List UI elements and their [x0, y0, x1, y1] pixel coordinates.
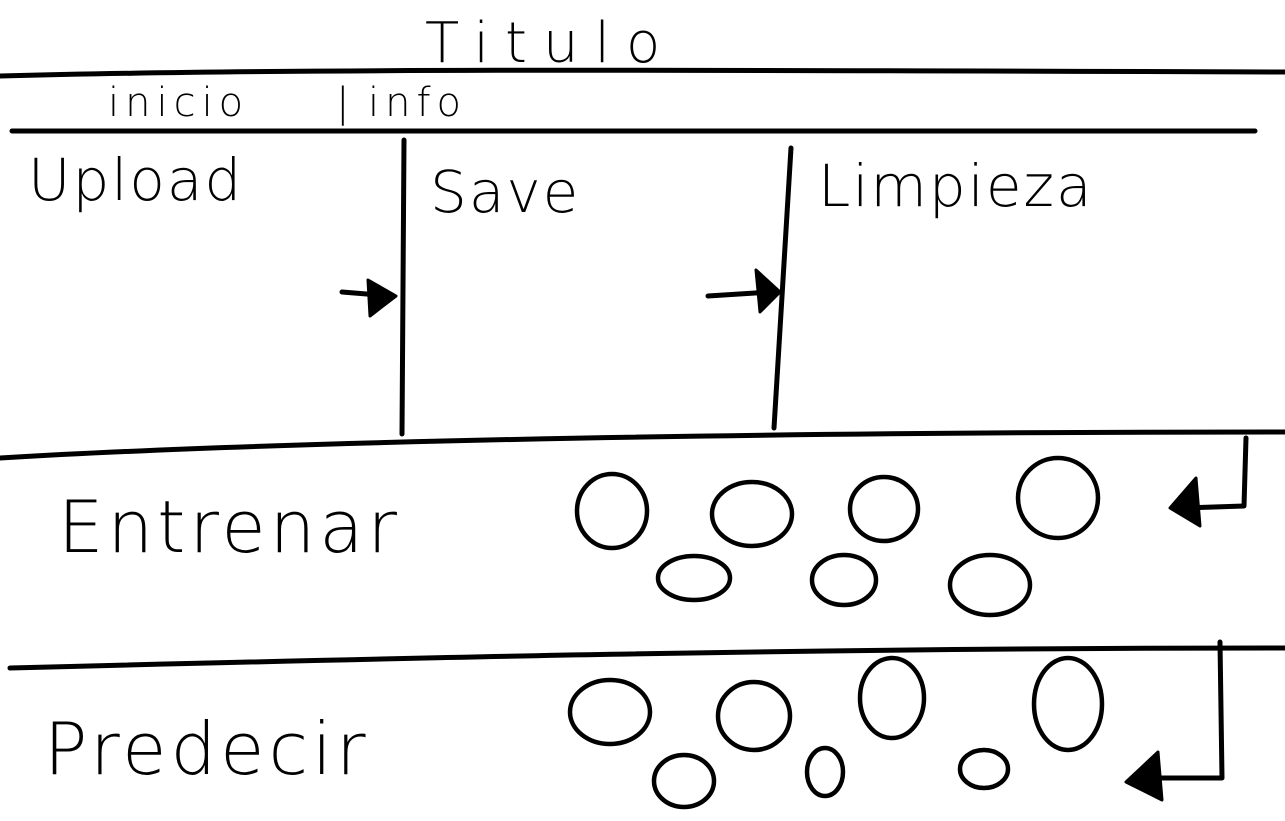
node-icon: [715, 679, 793, 753]
section-divider: [7, 645, 1285, 671]
pipeline: Upload Save Limpieza: [28, 137, 1094, 437]
node-icon: [709, 479, 795, 549]
section-entrenar: Entrenar: [58, 435, 1249, 618]
stage-limpieza[interactable]: Limpieza: [818, 152, 1094, 220]
section-label-entrenar[interactable]: Entrenar: [58, 485, 401, 569]
network-nodes-entrenar: [574, 455, 1101, 618]
node-icon: [655, 553, 733, 603]
stage-divider-2: [771, 145, 794, 431]
node-icon: [574, 471, 650, 551]
section-predecir: Predecir: [44, 639, 1225, 810]
nav-separator: |: [336, 80, 355, 126]
node-icon: [1015, 455, 1101, 541]
node-icon: [857, 655, 927, 741]
node-icon: [804, 745, 846, 799]
page-title: Titulo: [425, 11, 676, 76]
arrow-save-to-limpieza-icon: [705, 268, 782, 314]
node-icon: [567, 677, 653, 747]
nav-bar: inicio | info: [108, 80, 467, 126]
node-icon: [847, 474, 921, 544]
node-icon: [947, 552, 1033, 618]
node-icon: [809, 552, 879, 608]
pipeline-bottom-divider: [0, 429, 1285, 461]
loop-arrow-icon: [1124, 639, 1225, 802]
stage-upload[interactable]: Upload: [28, 146, 243, 214]
arrow-upload-to-save-icon: [339, 278, 398, 318]
header-divider: [0, 67, 1285, 79]
stage-divider-1: [399, 137, 407, 437]
node-icon: [957, 747, 1011, 791]
loop-arrow-icon: [1168, 435, 1249, 528]
network-nodes-predecir: [567, 655, 1105, 810]
nav-item-inicio[interactable]: inicio: [108, 80, 249, 126]
nav-item-info[interactable]: info: [368, 80, 467, 126]
stage-save[interactable]: Save: [430, 158, 580, 226]
node-icon: [651, 752, 717, 810]
section-label-predecir[interactable]: Predecir: [44, 707, 370, 791]
node-icon: [1031, 655, 1105, 753]
